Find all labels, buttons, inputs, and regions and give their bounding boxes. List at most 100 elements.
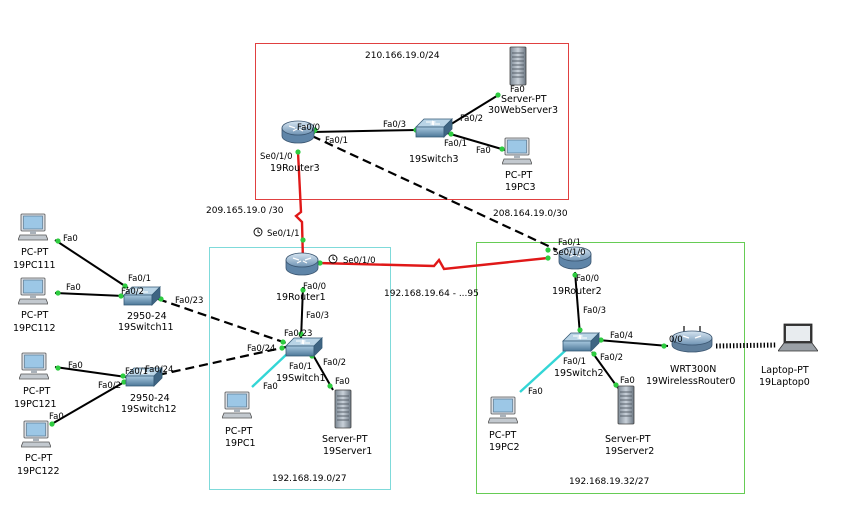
port-label: Fa0/1 [325,136,348,146]
serial-router3-router1 [294,151,305,263]
port-label: Fa0/2 [98,381,121,391]
port-label: Fa0 [528,387,543,397]
pc2-model: PC-PT [489,430,517,441]
crossover-router3-router2 [311,135,558,251]
router1-name: 19Router1 [276,292,326,303]
serial-router1-router2 [317,256,549,271]
pc2[interactable] [488,396,518,424]
device-labels: 19Router3 19Switch3 Server-PT 30WebServe… [13,94,810,477]
cable-pc111-switch11 [54,239,129,289]
port-label: Fa0/2 [460,114,483,124]
pc111-model: PC-PT [21,247,49,258]
cable-router1-switch1 [300,286,304,341]
cables [49,93,777,426]
port-label: Fa0 [510,85,525,95]
webserver3[interactable] [509,46,527,86]
switch1-name: 19Switch1 [276,373,326,384]
network-box-left [209,247,391,490]
port-label: Fa0 [68,361,83,371]
server2[interactable] [617,385,635,425]
port-label: Fa0/0 [297,123,320,133]
switch2-name: 19Switch2 [554,368,604,379]
cable-pc112-switch11 [54,292,125,297]
port-label: Fa0/2 [121,287,144,297]
port-label: Fa0/24 [247,344,275,354]
switch3[interactable] [415,118,453,138]
port-label: Fa0/1 [558,238,581,248]
pc121-model: PC-PT [23,386,51,397]
pc122-name: 19PC122 [17,466,60,477]
port-label: Fa0 [476,146,491,156]
link-label-r1-r2: 192.168.19.64 - ...95 [384,289,479,299]
port-label: Fa0/23 [175,296,203,306]
port-labels: Fa0/0 Fa0/1 Se0/1/0 Fa0/3 Fa0/2 Fa0/1 Fa… [49,85,683,422]
port-label: Fa0/0 [303,282,326,292]
laptop0[interactable] [778,323,818,352]
pc111[interactable] [18,213,48,241]
router2-name: 19Router2 [552,286,602,297]
network-label-left: 192.168.19.0/27 [272,474,347,484]
pc121-name: 19PC121 [14,399,57,410]
port-label: Fa0 [63,234,78,244]
pc1-model: PC-PT [225,426,253,437]
cable-switch2-server2 [591,351,619,389]
link-label-r3-r2: 208.164.19.0/30 [493,209,568,219]
network-box-top [255,43,569,200]
port-label: Fa0 [620,376,635,386]
clock-icon [253,227,263,237]
cable-switch3-pc3 [446,132,506,151]
pc3[interactable] [502,137,532,165]
switch2[interactable] [562,332,600,352]
server2-name: 19Server2 [605,446,654,457]
pc112[interactable] [18,277,48,305]
cable-switch2-pc2 [519,349,567,393]
crossover-switch12-switch1 [157,345,287,377]
switch11-name: 19Switch11 [118,322,174,333]
cable-switch1-pc1 [251,352,289,388]
port-label: Fa0/23 [284,329,312,339]
pc3-model: PC-PT [505,170,533,181]
wireless-link-laptop0 [715,342,777,349]
switch3-name: 19Switch3 [409,154,459,165]
clock-icon [328,254,338,264]
pc1-name: 19PC1 [225,438,256,449]
pc122-model: PC-PT [25,453,53,464]
pc2-name: 19PC2 [489,442,520,453]
port-label: Fa0/1 [128,274,151,284]
network-box-right [476,242,745,494]
port-label: Fa0 [49,412,64,422]
link-label-r3-r1: 209.165.19.0 /30 [206,206,284,216]
cable-router3-switch3 [311,129,418,133]
switch12-model: 2950-24 [130,393,170,404]
pc121[interactable] [19,352,49,380]
port-label: Se0/1/0 [260,152,293,162]
server1-model: Server-PT [322,434,368,445]
switch11-model: 2950-24 [127,311,167,322]
port-label: Fa0/4 [610,331,633,341]
port-label: Fa0/2 [323,358,346,368]
switch1[interactable] [285,337,323,357]
cable-pc121-switch12 [54,366,127,378]
cable-router2-switch2 [574,271,581,336]
port-label: Fa0/1 [563,357,586,367]
port-label: Fa0 [335,377,350,387]
network-boxes [209,43,745,494]
pc3-name: 19PC3 [505,182,536,193]
pc1[interactable] [222,391,252,419]
server2-model: Server-PT [605,434,651,445]
pc122[interactable] [21,420,51,448]
clock-icons [253,227,338,264]
port-label: Fa0/1 [125,367,148,377]
port-label: Fa0 [263,382,278,392]
port-label: Fa0/3 [383,120,406,130]
server1[interactable] [334,389,352,429]
wrouter0-model: WRT300N [670,364,716,375]
port-label: Fa0/24 [145,365,173,375]
cable-switch3-webserver3 [447,93,501,127]
cable-switch2-wrouter0 [597,339,669,347]
port-label: Fa0/3 [583,306,606,316]
laptop0-name: 19Laptop0 [759,377,810,388]
router1[interactable] [285,252,319,276]
port-label: 0/0 [669,335,683,345]
devices[interactable] [18,46,818,448]
